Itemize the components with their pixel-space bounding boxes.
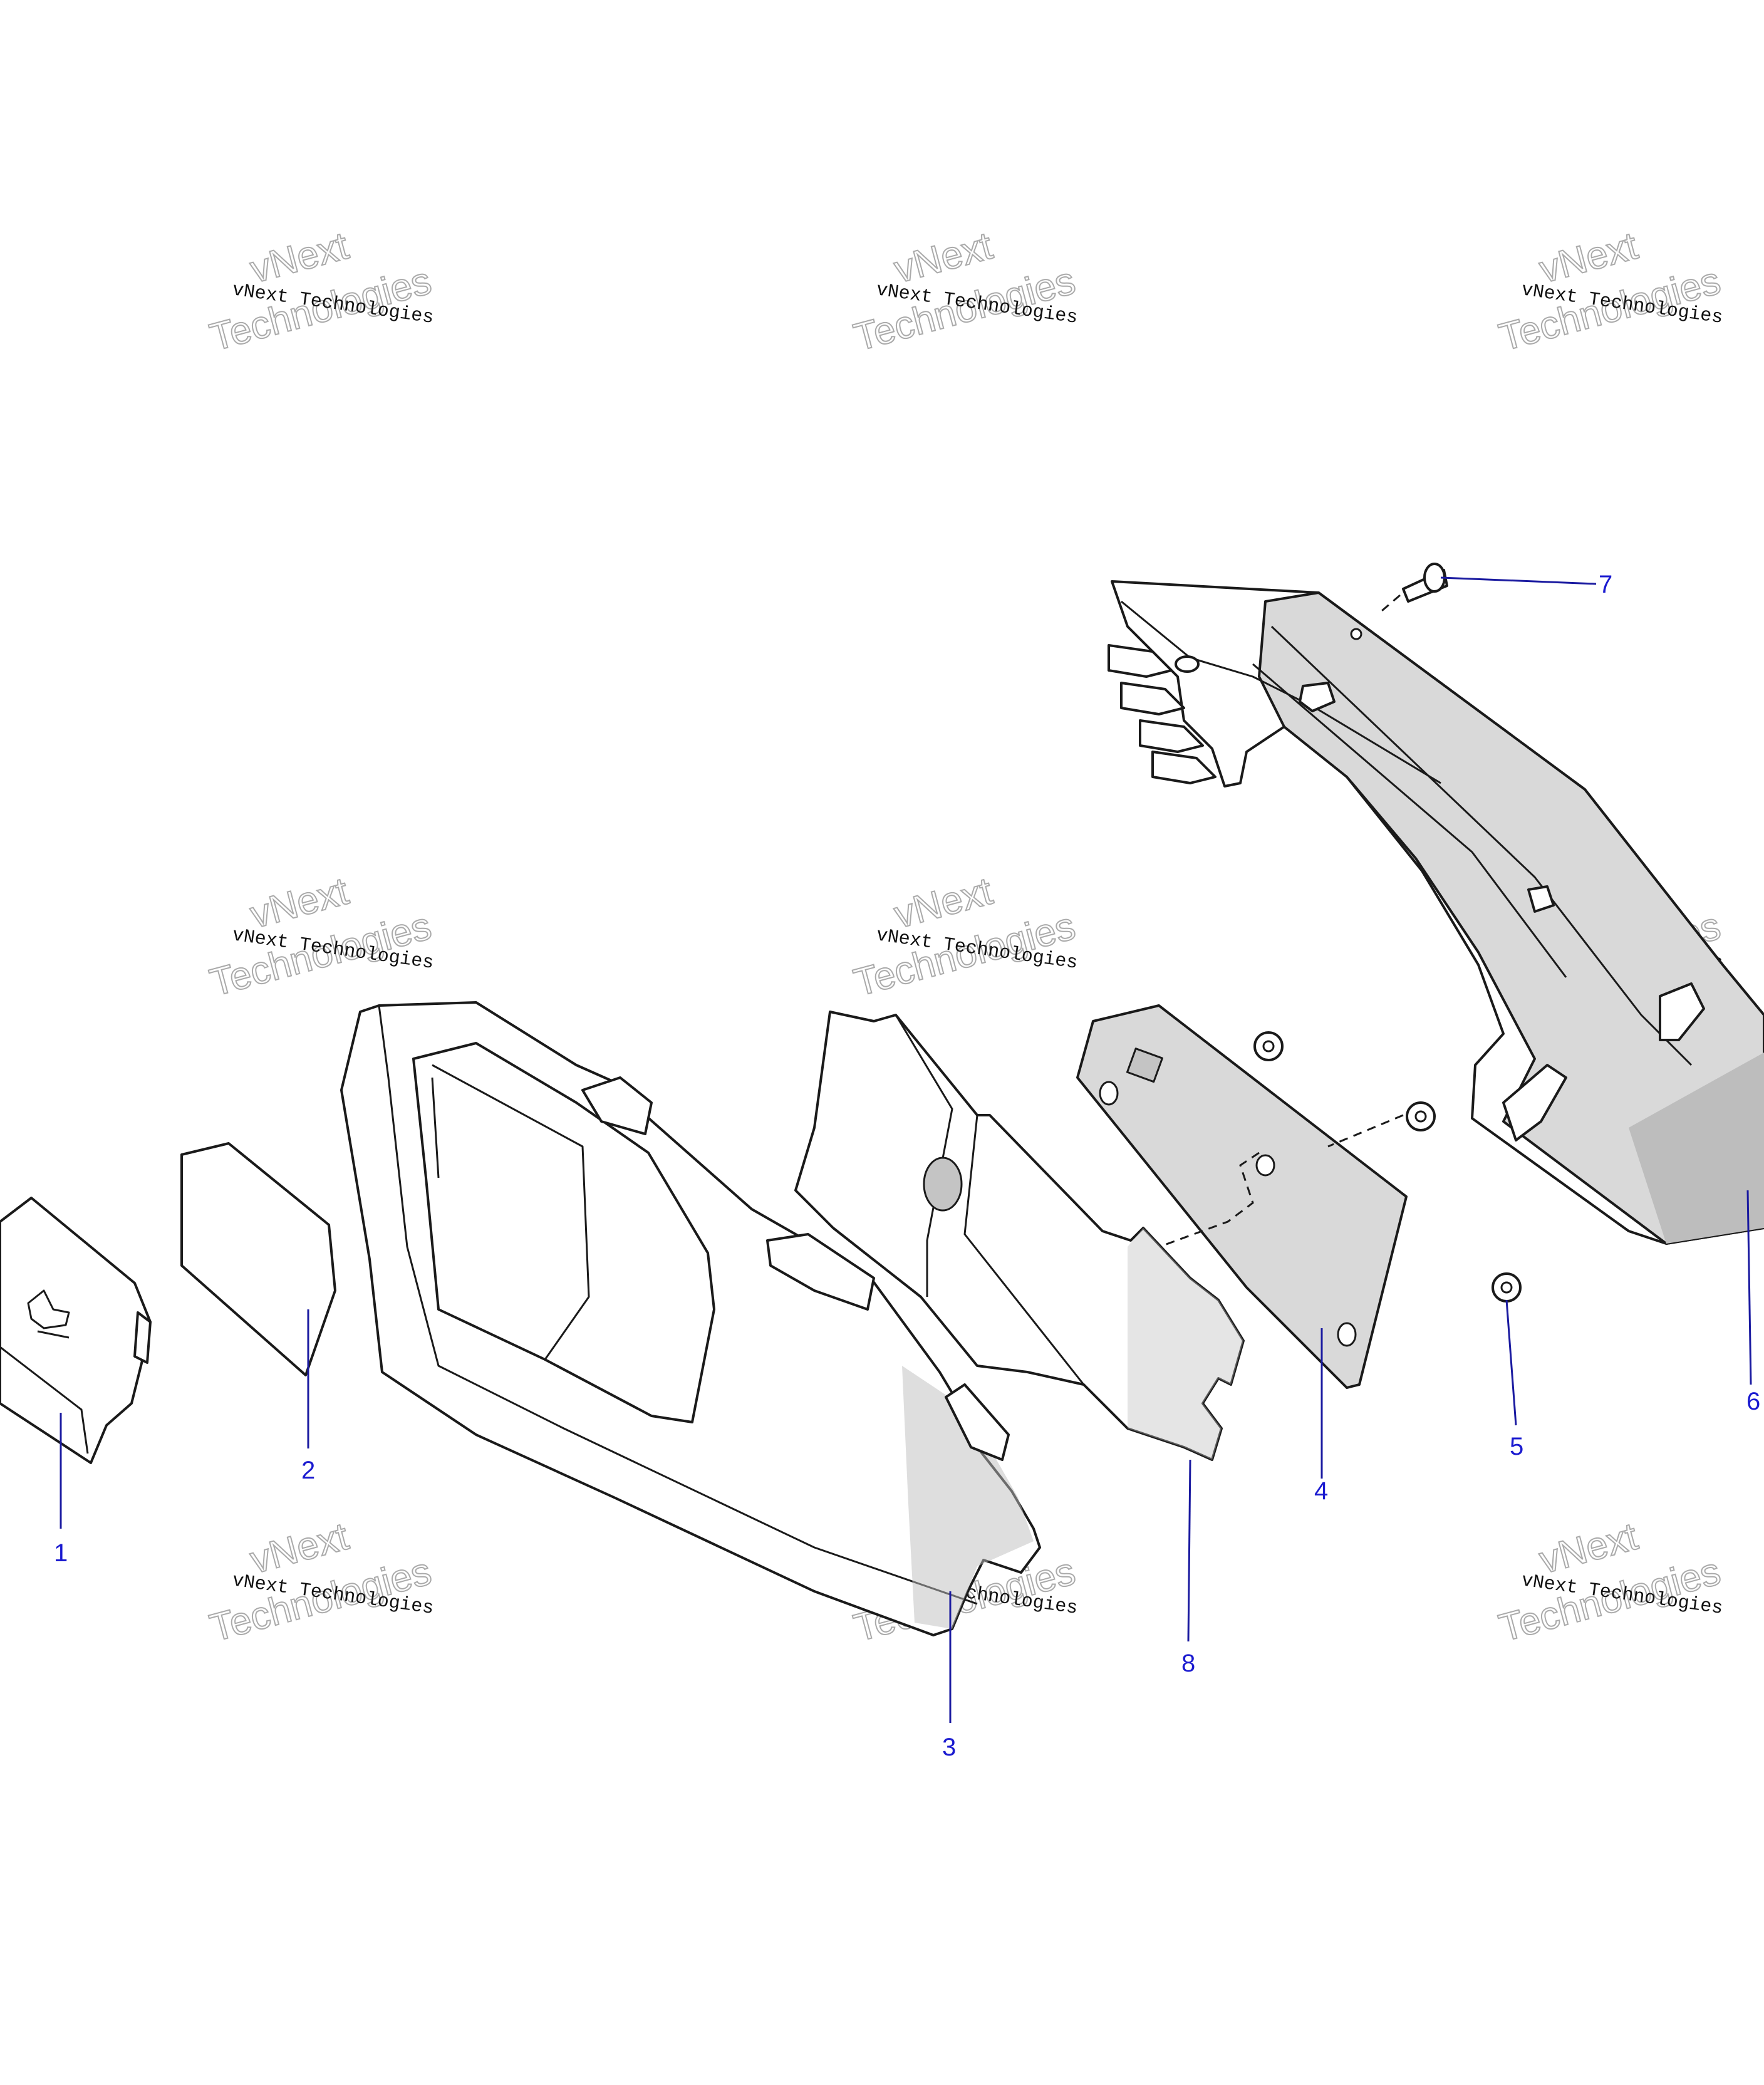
- part-3-bezel-frame: [340, 1001, 1041, 1636]
- watermark-row2-center: vNext Technologies vNext Technologies: [849, 869, 1080, 1006]
- leader-lines: [60, 576, 1752, 1723]
- leader-6: [1746, 1190, 1752, 1385]
- part-1-cover: [0, 1197, 152, 1464]
- watermark-row1-center: vNext Technologies vNext Technologies: [849, 224, 1080, 360]
- callout-5: 5: [1510, 1433, 1523, 1460]
- leader-8: [1187, 1459, 1191, 1642]
- watermark-row1-left: vNext Technologies vNext Technologies: [205, 224, 436, 360]
- callout-labels: 1 2 3 4 5 6 7 8: [54, 571, 1760, 1761]
- part-8-insulation-sheet: [794, 1011, 1245, 1461]
- watermark-big-top: vNext: [890, 224, 997, 292]
- watermark-row2-left: vNext Technologies vNext Technologies: [205, 869, 436, 1006]
- watermark-big-top: vNext: [246, 1515, 353, 1583]
- part-2-lens-sheet: [180, 1142, 336, 1376]
- callout-2: 2: [301, 1457, 315, 1484]
- watermark-row3-left: vNext Technologies vNext Technologies: [205, 1514, 436, 1651]
- watermark-big-top: vNext: [1535, 224, 1642, 292]
- callout-3: 3: [942, 1734, 956, 1761]
- watermark-row1-right: vNext Technologies vNext Technologies: [1494, 224, 1725, 360]
- part-5-speed-nut-a: [1253, 1031, 1284, 1061]
- callout-6: 6: [1746, 1388, 1760, 1415]
- part-4-plate: [1039, 1004, 1408, 1389]
- callout-7: 7: [1599, 571, 1612, 598]
- part-5-speed-nut-c: [1492, 1272, 1522, 1302]
- watermark-row3-right: vNext Technologies vNext Technologies: [1494, 1514, 1725, 1651]
- leader-7: [1440, 576, 1597, 585]
- watermark-big-top: vNext: [246, 224, 353, 292]
- watermark-big-top: vNext: [890, 870, 997, 937]
- callout-4: 4: [1314, 1477, 1328, 1505]
- callout-1: 1: [54, 1539, 68, 1567]
- callout-8: 8: [1181, 1650, 1195, 1677]
- leader-5: [1505, 1299, 1517, 1426]
- watermark-big-top: vNext: [1535, 1515, 1642, 1583]
- part-6-rear-panel: [1108, 580, 1764, 1245]
- part-5-speed-nut-b: [1406, 1101, 1436, 1131]
- watermark-big-top: vNext: [246, 870, 353, 937]
- part-7-push-rivet: [1377, 563, 1448, 615]
